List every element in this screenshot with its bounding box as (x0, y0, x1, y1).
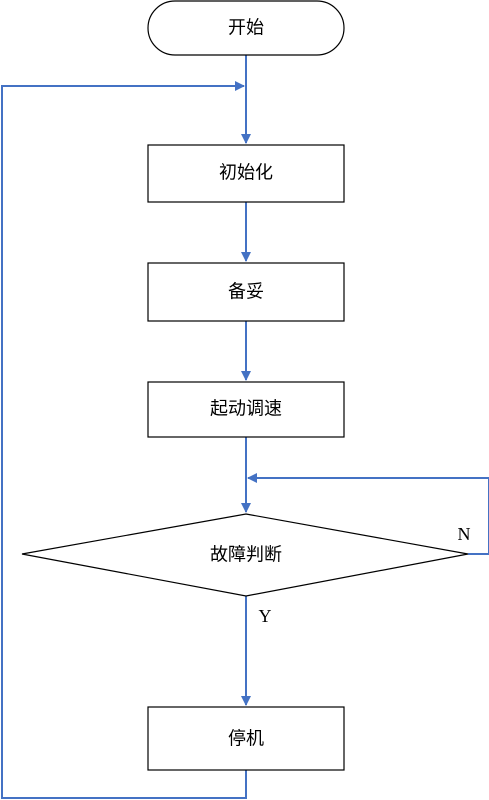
shutdown-node-label: 停机 (228, 729, 264, 750)
standby-node-label: 备妥 (228, 282, 264, 303)
fault-check-label: 故障判断 (210, 545, 282, 566)
startup-speed-node-label: 起动调速 (210, 399, 282, 420)
start-node-label: 开始 (228, 18, 264, 39)
connectors (1, 55, 489, 799)
startup-speed-node (147, 381, 345, 438)
init-node-label: 初始化 (219, 163, 273, 184)
branch-no-label: N (458, 524, 471, 544)
branch-yes-label: Y (259, 606, 272, 626)
start-node (147, 0, 345, 56)
standby-node (147, 262, 345, 322)
loop-shutdown-to-top (1, 81, 247, 799)
init-node (147, 144, 345, 203)
loop-no-branch (247, 473, 489, 555)
fault-check-decision (21, 513, 469, 597)
shutdown-node (147, 706, 345, 771)
